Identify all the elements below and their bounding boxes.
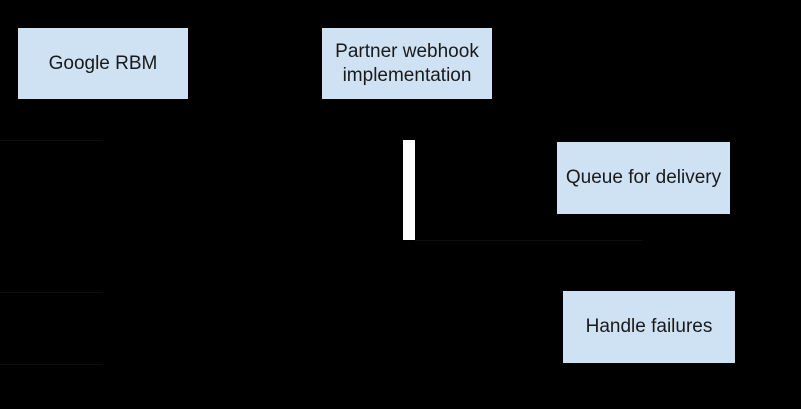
node-google-rbm-label: Google RBM — [48, 52, 158, 74]
node-queue-delivery-label: Queue for delivery — [565, 167, 722, 188]
faint-line — [415, 240, 643, 241]
faint-line — [0, 364, 103, 365]
node-partner-webhook-label: Partner webhook implementation — [335, 40, 479, 86]
node-queue-delivery: Queue for delivery — [557, 142, 730, 214]
faint-line — [0, 292, 103, 293]
activation-bar — [403, 140, 415, 240]
faint-line — [0, 140, 103, 141]
node-handle-failures-label: Handle failures — [585, 316, 713, 337]
node-google-rbm: Google RBM — [18, 28, 188, 99]
node-partner-webhook: Partner webhook implementation — [322, 28, 492, 99]
node-handle-failures: Handle failures — [563, 291, 735, 363]
